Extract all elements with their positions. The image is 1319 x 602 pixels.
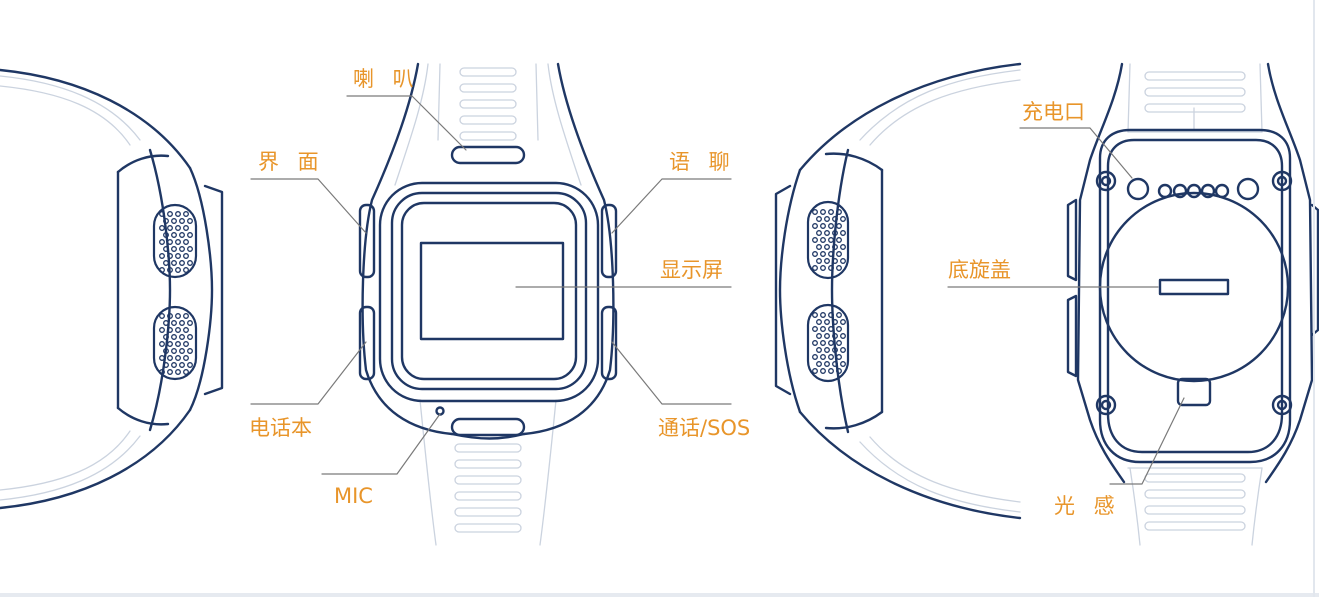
bottom-divider (0, 593, 1319, 597)
middle-side-view (774, 62, 1022, 520)
label-mic: MIC (334, 484, 373, 508)
front-case (358, 62, 618, 440)
label-interface: 界 面 (258, 150, 325, 174)
label-phonebook: 电话本 (249, 416, 312, 440)
front-strap-top (394, 63, 582, 186)
label-light-sensor: 光 感 (1054, 494, 1121, 518)
back-case (1066, 62, 1319, 484)
label-charging-port: 充电口 (1022, 100, 1085, 124)
label-back-cover: 底旋盖 (948, 258, 1011, 282)
middle-side-buttons (806, 200, 850, 383)
back-view (1066, 62, 1319, 546)
label-voice-chat: 语 聊 (669, 150, 736, 174)
leader-lines (250, 95, 1185, 485)
right-divider (1313, 0, 1315, 597)
label-display: 显示屏 (660, 258, 723, 282)
left-side-buttons (152, 203, 198, 381)
front-strap-bottom (419, 399, 557, 546)
front-view (358, 62, 618, 546)
left-side-view (0, 68, 224, 510)
label-speaker: 喇 叭 (353, 67, 420, 91)
label-call-sos: 通话/SOS (658, 416, 751, 440)
